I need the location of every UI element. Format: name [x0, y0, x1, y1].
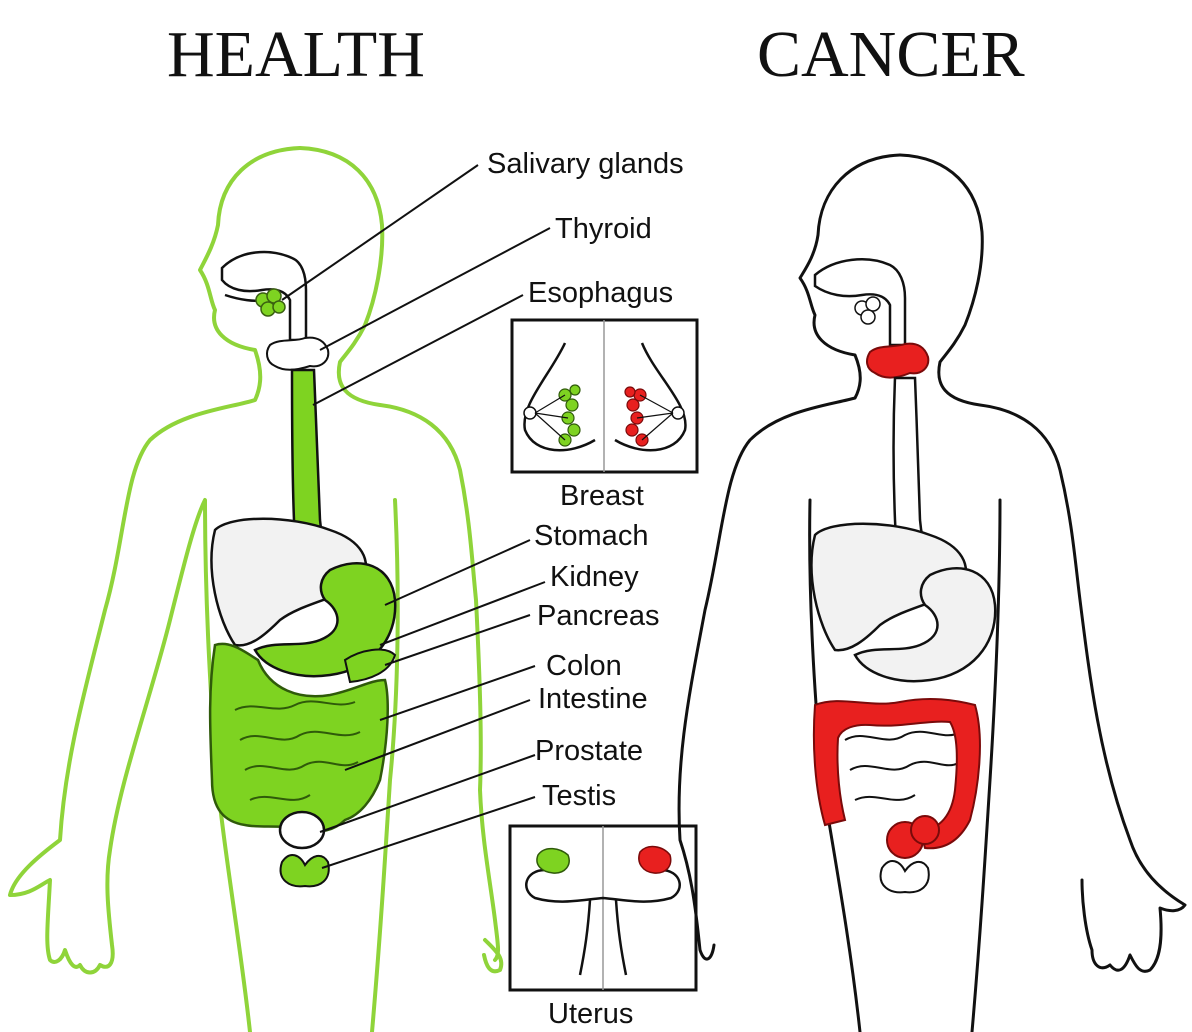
cancer-salivary-gland: [855, 297, 880, 324]
health-prostate: [280, 812, 324, 848]
label-colon: Colon: [546, 652, 622, 681]
label-uterus: Uterus: [548, 1000, 633, 1029]
label-prostate: Prostate: [535, 737, 643, 766]
health-testis: [281, 855, 329, 886]
health-salivary-gland: [256, 289, 285, 316]
health-thyroid: [267, 338, 328, 370]
label-breast: Breast: [560, 482, 644, 511]
breast-inset: [512, 320, 697, 472]
cancer-thyroid: [867, 344, 928, 378]
label-pancreas: Pancreas: [537, 602, 660, 631]
label-stomach: Stomach: [534, 522, 648, 551]
cancer-colon: [814, 699, 980, 858]
label-intestine: Intestine: [538, 685, 648, 714]
label-thyroid: Thyroid: [555, 215, 652, 244]
label-esophagus: Esophagus: [528, 279, 673, 308]
uterus-inset: [510, 826, 696, 990]
label-kidney: Kidney: [550, 563, 639, 592]
cancer-testis: [881, 861, 929, 892]
label-salivary-glands: Salivary glands: [487, 150, 684, 179]
cancer-small-intestine: [845, 732, 960, 800]
label-testis: Testis: [542, 782, 616, 811]
